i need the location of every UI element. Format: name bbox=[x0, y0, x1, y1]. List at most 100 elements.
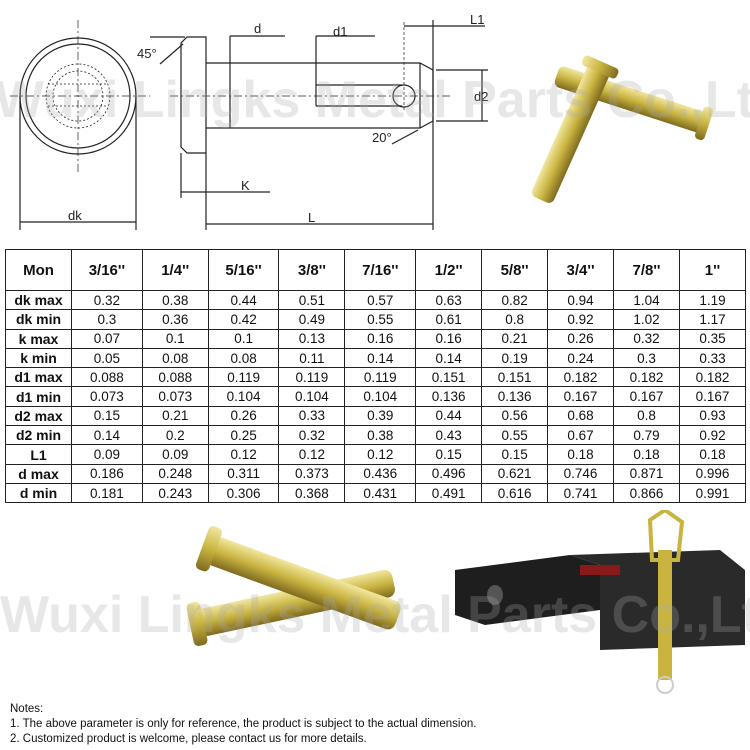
table-cell: 0.073 bbox=[141, 386, 209, 407]
column-header: 3/8'' bbox=[278, 249, 346, 291]
label-d: d bbox=[254, 21, 261, 36]
table-cell: 0.2 bbox=[141, 425, 209, 446]
table-cell: 1.19 bbox=[678, 289, 747, 311]
table-cell: 0.32 bbox=[71, 289, 143, 311]
table-cell: 0.8 bbox=[613, 405, 680, 427]
table-cell: 0.18 bbox=[547, 444, 615, 465]
label-dk: dk bbox=[68, 208, 82, 223]
table-cell: 0.996 bbox=[678, 463, 747, 484]
table-cell: 0.33 bbox=[278, 405, 346, 427]
technical-drawing: d d1 L1 d2 K L dk 45° 20° bbox=[10, 12, 488, 230]
table-cell: 0.1 bbox=[141, 328, 209, 349]
table-cell: 0.19 bbox=[481, 347, 549, 369]
column-header: 1/4'' bbox=[141, 249, 209, 291]
row-label: d1 min bbox=[5, 386, 72, 407]
table-cell: 0.14 bbox=[415, 347, 483, 369]
table-cell: 0.182 bbox=[678, 367, 747, 388]
table-cell: 0.11 bbox=[278, 347, 346, 369]
table-cell: 0.104 bbox=[344, 386, 417, 407]
table-cell: 0.621 bbox=[481, 463, 549, 484]
table-cell: 0.07 bbox=[71, 328, 143, 349]
table-cell: 0.92 bbox=[678, 425, 747, 446]
table-cell: 0.15 bbox=[481, 444, 549, 465]
table-cell: 0.616 bbox=[481, 482, 549, 504]
table-cell: 0.12 bbox=[278, 444, 346, 465]
table-cell: 0.94 bbox=[547, 289, 615, 311]
table-cell: 1.04 bbox=[613, 289, 680, 311]
note-2: 2. Customized product is welcome, please… bbox=[10, 733, 367, 745]
table-cell: 0.491 bbox=[415, 482, 483, 504]
table-cell: 0.991 bbox=[678, 482, 747, 504]
table-cell: 0.16 bbox=[415, 328, 483, 349]
table-cell: 0.36 bbox=[141, 309, 209, 330]
notes: Notes: 1. The above parameter is only fo… bbox=[10, 702, 476, 747]
table-cell: 0.82 bbox=[481, 289, 549, 311]
column-header: 7/16'' bbox=[344, 249, 417, 291]
table-cell: 0.186 bbox=[71, 463, 143, 484]
row-label: k max bbox=[5, 328, 72, 349]
table-cell: 0.16 bbox=[344, 328, 417, 349]
row-label: d2 min bbox=[5, 425, 72, 446]
table-cell: 0.32 bbox=[278, 425, 346, 446]
table-cell: 0.38 bbox=[141, 289, 209, 311]
column-header: 5/8'' bbox=[481, 249, 549, 291]
table-cell: 0.306 bbox=[207, 482, 280, 504]
row-label: dk min bbox=[5, 309, 72, 330]
note-1: 1. The above parameter is only for refer… bbox=[10, 718, 477, 730]
end-view bbox=[10, 20, 150, 230]
label-d2: d2 bbox=[474, 89, 488, 104]
table-cell: 0.15 bbox=[415, 444, 483, 465]
label-angle-45: 45° bbox=[137, 46, 157, 61]
table-cell: 0.26 bbox=[547, 328, 615, 349]
column-header: 1/2'' bbox=[415, 249, 483, 291]
table-cell: 0.741 bbox=[547, 482, 615, 504]
label-d1: d1 bbox=[333, 24, 347, 39]
table-cell: 0.167 bbox=[613, 386, 680, 407]
table-cell: 0.12 bbox=[207, 444, 280, 465]
table-cell: 0.49 bbox=[278, 309, 346, 330]
table-cell: 0.79 bbox=[613, 425, 680, 446]
table-cell: 0.311 bbox=[207, 463, 280, 484]
table-cell: 0.05 bbox=[71, 347, 143, 369]
table-cell: 0.26 bbox=[207, 405, 280, 427]
table-cell: 0.431 bbox=[344, 482, 417, 504]
table-cell: 0.35 bbox=[678, 328, 747, 349]
clevis-pins-photo-top bbox=[531, 55, 713, 203]
table-cell: 0.13 bbox=[278, 328, 346, 349]
table-cell: 0.119 bbox=[207, 367, 280, 388]
column-header: 5/16'' bbox=[207, 249, 280, 291]
table-cell: 0.136 bbox=[415, 386, 483, 407]
table-cell: 0.373 bbox=[278, 463, 346, 484]
label-angle-20: 20° bbox=[372, 130, 392, 145]
table-cell: 0.151 bbox=[415, 367, 483, 388]
column-header: 7/8'' bbox=[613, 249, 680, 291]
side-view bbox=[150, 20, 488, 230]
table-cell: 0.243 bbox=[141, 482, 209, 504]
table-cell: 1.17 bbox=[678, 309, 747, 330]
label-k: K bbox=[241, 178, 250, 193]
table-cell: 0.088 bbox=[141, 367, 209, 388]
table-cell: 0.436 bbox=[344, 463, 417, 484]
table-cell: 0.3 bbox=[71, 309, 143, 330]
table-cell: 0.12 bbox=[344, 444, 417, 465]
row-label: dk max bbox=[5, 289, 72, 311]
table-cell: 0.18 bbox=[613, 444, 680, 465]
table-cell: 0.21 bbox=[141, 405, 209, 427]
column-header: 3/16'' bbox=[71, 249, 143, 291]
table-cell: 0.871 bbox=[613, 463, 680, 484]
table-cell: 0.073 bbox=[71, 386, 143, 407]
table-cell: 0.167 bbox=[547, 386, 615, 407]
table-cell: 0.43 bbox=[415, 425, 483, 446]
table-cell: 0.119 bbox=[278, 367, 346, 388]
table-cell: 0.93 bbox=[678, 405, 747, 427]
table-cell: 0.57 bbox=[344, 289, 417, 311]
table-cell: 0.3 bbox=[613, 347, 680, 369]
table-cell: 0.51 bbox=[278, 289, 346, 311]
